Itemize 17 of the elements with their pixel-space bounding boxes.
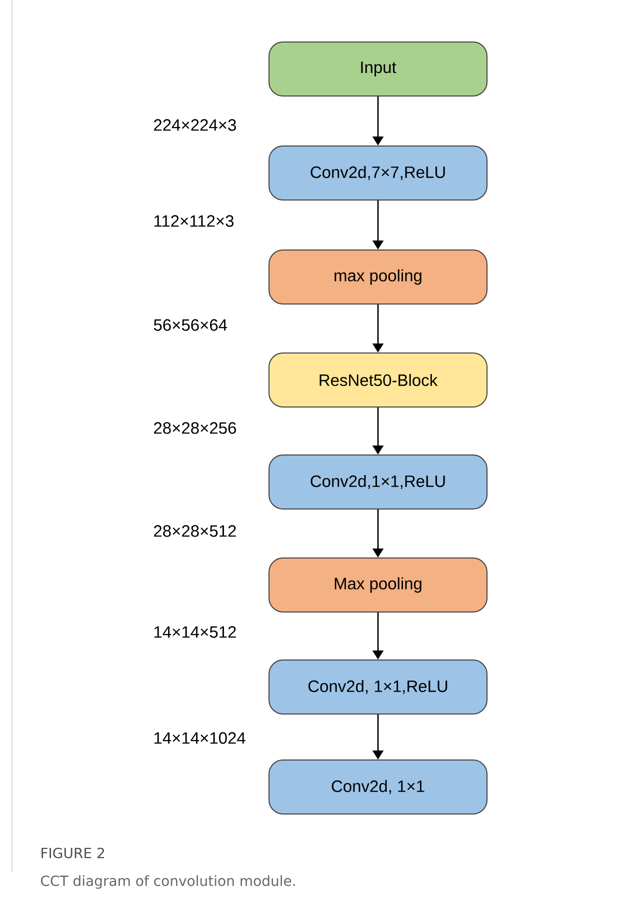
process-box: Conv2d,1×1,ReLU: [268, 454, 488, 510]
dimension-label: 28×28×512: [154, 525, 236, 537]
process-box: Conv2d, 1×1: [268, 760, 488, 814]
process-box: max pooling: [268, 250, 488, 304]
process-box: ResNet50-Block: [268, 352, 488, 408]
process-box: Max pooling: [268, 558, 488, 612]
dimension-label: 112×112×3: [154, 215, 234, 227]
dimension-label: 14×14×512: [154, 626, 236, 638]
caption: CCT diagram of convolution module.: [40, 875, 295, 889]
dimension-label: 224×224×3: [154, 119, 236, 131]
dimension-label: 28×28×256: [154, 422, 236, 434]
figure-number: FIGURE 2: [42, 848, 104, 858]
process-box: Input: [268, 42, 488, 96]
process-box: Conv2d, 1×1,ReLU: [268, 660, 488, 714]
process-box: Conv2d,7×7,ReLU: [268, 146, 488, 200]
dimension-label: 56×56×64: [154, 319, 228, 331]
dimension-label: 14×14×1024: [154, 732, 246, 744]
